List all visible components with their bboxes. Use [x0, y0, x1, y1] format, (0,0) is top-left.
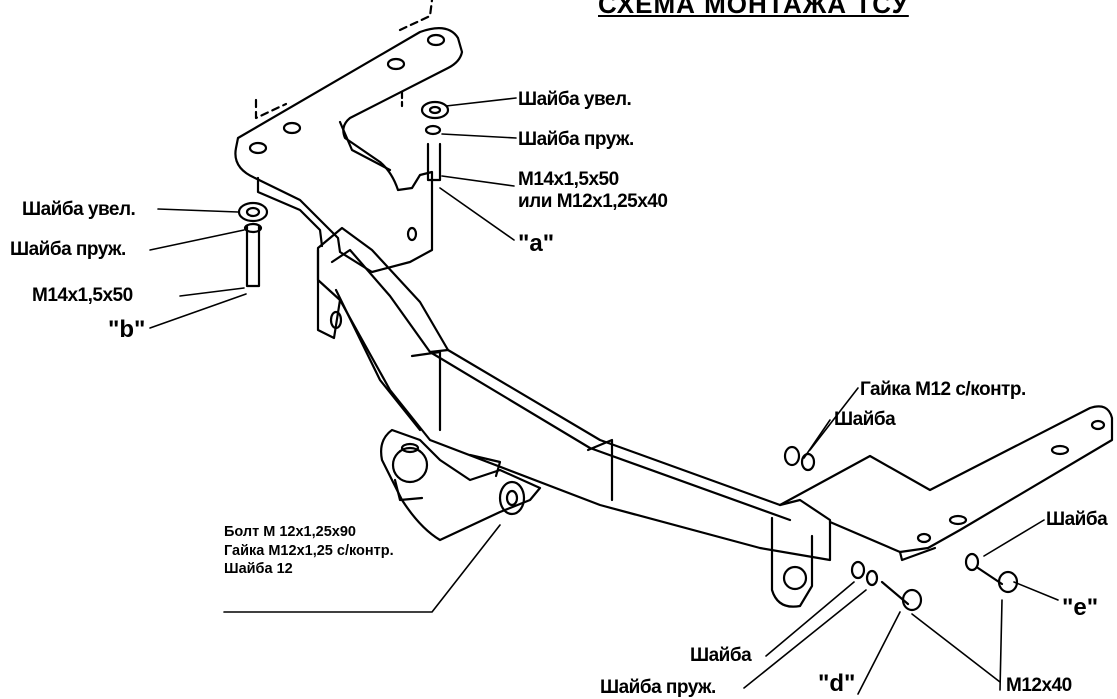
label-washer-spring-left: Шайба пруж. — [10, 239, 126, 260]
label-washer-spring-bottom: Шайба пруж. — [600, 677, 716, 698]
bolt-spec-block: Болт M 12x1,25x90 Гайка M12x1,25 с/контр… — [224, 523, 394, 579]
bolt-spec-line2: Гайка M12x1,25 с/контр. — [224, 542, 394, 559]
label-bolt-b: M14x1,5x50 — [32, 285, 133, 306]
bolt-spec-line1: Болт M 12x1,25x90 — [224, 524, 356, 540]
fastener-stack-e — [964, 552, 1019, 594]
label-washer-big-top: Шайба увел. — [518, 89, 632, 110]
left-mounting-bracket — [234, 0, 464, 274]
label-washer-right-mid: Шайба — [834, 409, 896, 430]
fastener-stack-c — [783, 445, 816, 472]
tow-hook-ball — [380, 428, 542, 542]
label-point-d: "d" — [818, 670, 856, 697]
label-point-b: "b" — [108, 316, 146, 343]
main-cross-beam — [316, 226, 832, 562]
label-bolt-a-line1: M14x1,5x50 — [518, 169, 619, 190]
label-bolt-m12x40: M12x40 — [1006, 675, 1072, 696]
bolt-spec-line3: Шайба 12 — [224, 561, 293, 577]
diagram-title: СХЕМА МОНТАЖА ТСУ — [598, 0, 909, 19]
label-washer-spring-top: Шайба пруж. — [518, 129, 634, 150]
label-point-a: "a" — [518, 230, 555, 257]
fastener-stack-b — [237, 201, 269, 288]
label-nut-m12: Гайка M12 с/контр. — [860, 379, 1026, 400]
right-mounting-bracket — [770, 405, 1114, 608]
leader-lines — [149, 97, 1059, 695]
fastener-stack-a — [420, 100, 450, 182]
label-washer-far-right: Шайба — [1046, 509, 1108, 530]
label-washer-bottom: Шайба — [690, 645, 752, 666]
label-bolt-a-line2: или M12x1,25x40 — [518, 191, 668, 212]
label-washer-big-left: Шайба увел. — [22, 199, 136, 220]
label-point-e: "e" — [1062, 594, 1099, 621]
fastener-stack-d — [850, 560, 923, 612]
